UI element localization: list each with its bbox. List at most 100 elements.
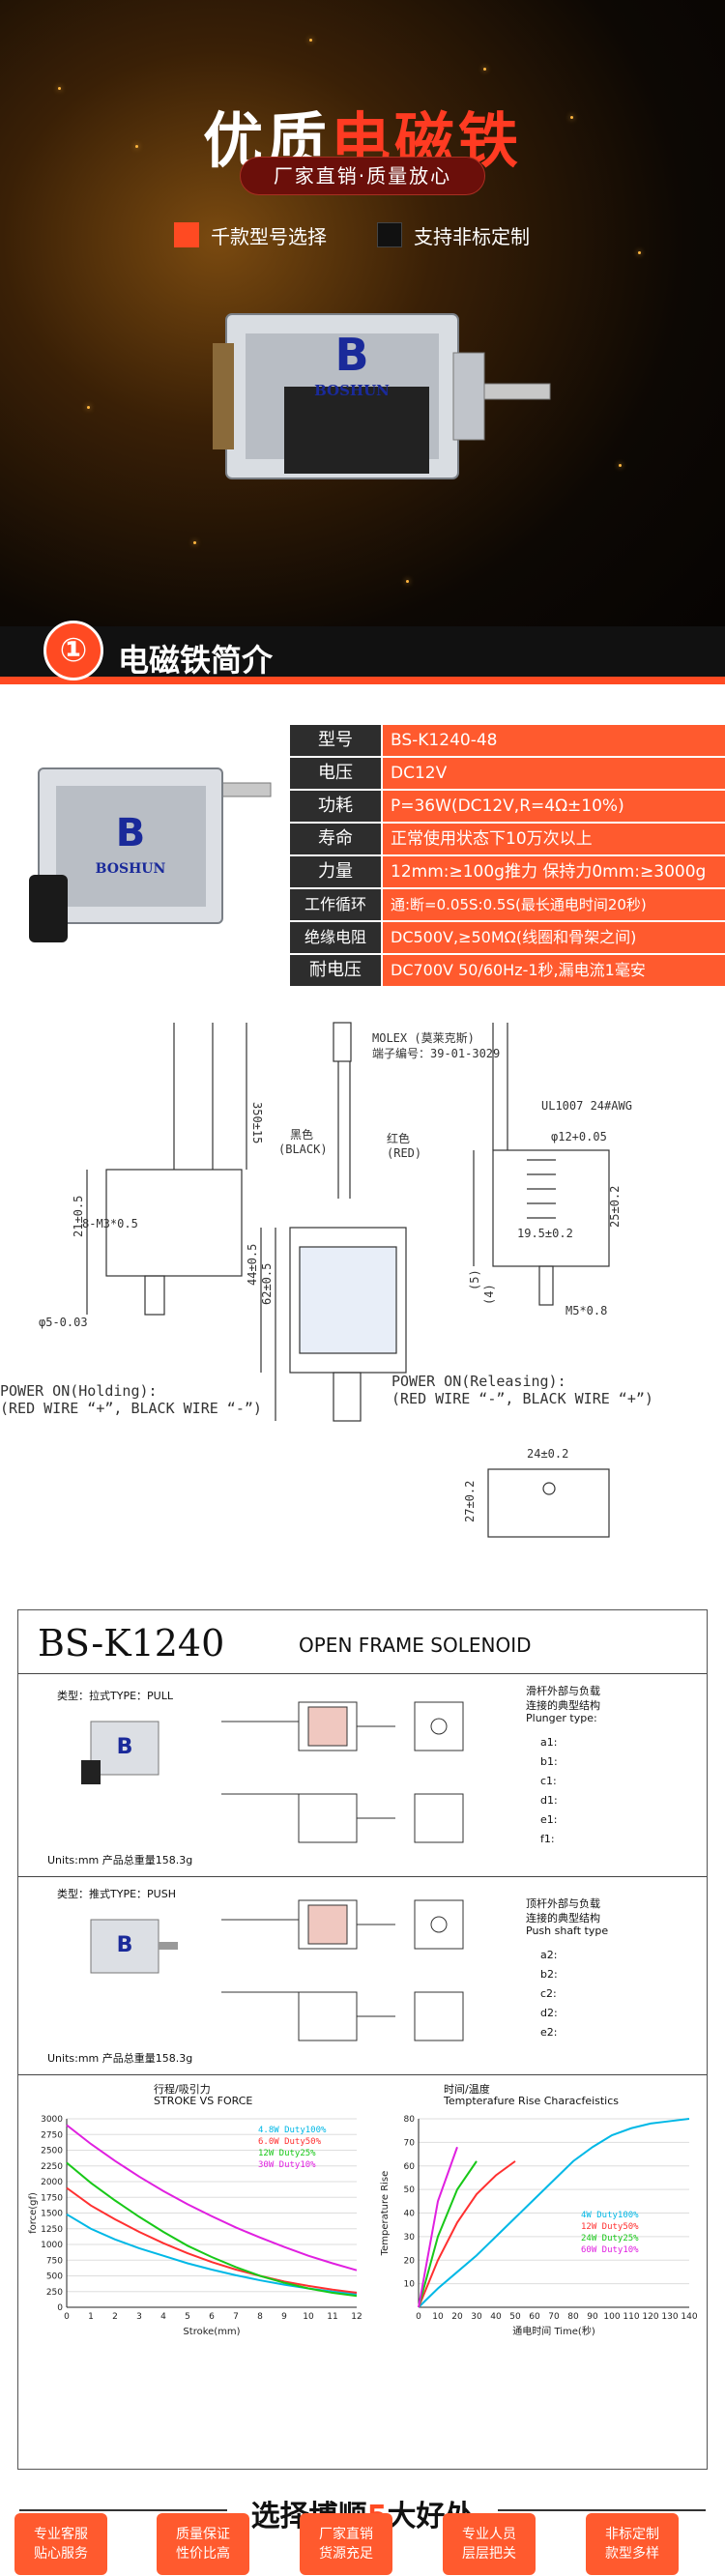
- spark-decoration: [193, 541, 196, 544]
- benefit-badge: 非标定制款型多样: [586, 2513, 679, 2575]
- spec-key: 电压: [290, 758, 381, 789]
- series-line: [66, 2186, 358, 2295]
- push-type: d2:: [540, 2007, 558, 2019]
- divider: [498, 2509, 706, 2511]
- hero-subtitle-pill: 厂家直销·质量放心: [240, 157, 485, 195]
- holding-title: POWER ON(Holding):: [0, 1382, 158, 1400]
- x-tick-label: 0: [64, 2312, 70, 2322]
- plunger-type: f1:: [540, 1833, 555, 1845]
- svg-text:B: B: [117, 1735, 133, 1759]
- x-tick-label: 140: [681, 2312, 697, 2322]
- badge-line2: 性价比高: [176, 2546, 230, 2562]
- pull-solenoid-image: B: [81, 1721, 160, 1784]
- benefit-badge: 专业人员层层把关: [443, 2513, 536, 2575]
- y-tick-label: 1000: [41, 2241, 63, 2250]
- section-header-bar: [0, 626, 725, 684]
- spec-key: 力量: [290, 856, 381, 887]
- x-tick-label: 30: [471, 2312, 482, 2322]
- spark-decoration: [619, 464, 622, 467]
- divider: [19, 2509, 227, 2511]
- x-tick-label: 11: [327, 2312, 337, 2322]
- x-tick-label: 0: [416, 2312, 421, 2322]
- spec-key: 工作循环: [290, 889, 381, 920]
- stroke-chart-title-cn: 行程/吸引力: [154, 2083, 211, 2096]
- releasing-title: POWER ON(Releasing):: [392, 1373, 566, 1390]
- x-tick-label: 5: [185, 2312, 190, 2322]
- y-tick-label: 2250: [41, 2162, 63, 2172]
- spec-key: 寿命: [290, 824, 381, 854]
- benefit-badge: 质量保证性价比高: [157, 2513, 249, 2575]
- plunger-type: a1:: [540, 1736, 558, 1749]
- y-axis-label: Temperature Rise: [380, 2171, 391, 2257]
- benefit-badge: 专业客服贴心服务: [14, 2513, 107, 2575]
- x-tick-label: 7: [233, 2312, 239, 2322]
- orange-square-icon: [174, 222, 199, 247]
- y-tick-label: 70: [404, 2138, 416, 2148]
- badge-line2: 货源充足: [319, 2546, 373, 2562]
- plunger-cn2: 连接的典型结构: [526, 1699, 600, 1712]
- spec-value: DC500V,≥50MΩ(线圈和骨架之间): [383, 922, 725, 953]
- dim-label: 21±0.5: [72, 1196, 85, 1237]
- stroke-chart-title-en: STROKE VS FORCE: [154, 2095, 253, 2107]
- spec-value: BS-K1240-48: [383, 725, 725, 756]
- svg-text:B: B: [117, 1933, 133, 1957]
- divider: [18, 1876, 707, 1877]
- dim-label: MOLEX (莫莱克斯): [372, 1031, 475, 1045]
- datasheet-model: BS-K1240: [38, 1622, 225, 1664]
- series-line: [418, 2118, 690, 2308]
- plunger-type: b1:: [540, 1755, 558, 1768]
- svg-text:B: B: [334, 329, 368, 381]
- temp-chart-title-en: Tempterafure Rise Characfeistics: [444, 2095, 620, 2107]
- divider: [18, 1673, 707, 1674]
- feature-custom-label: 支持非标定制: [414, 224, 530, 248]
- temp-chart-title-cn: 时间/温度: [444, 2083, 490, 2096]
- section-title: 电磁铁简介: [118, 642, 274, 679]
- x-tick-label: 3: [136, 2312, 142, 2322]
- plunger-cn1: 滑杆外部与负载: [526, 1685, 600, 1697]
- spec-key: 功耗: [290, 791, 381, 822]
- dim-label: 350±15: [250, 1102, 264, 1143]
- plunger-en: Plunger type:: [526, 1712, 597, 1724]
- datasheet-subtitle: OPEN FRAME SOLENOID: [299, 1634, 532, 1657]
- spark-decoration: [87, 406, 90, 409]
- technical-drawing: 350±15 8-M3*0.5 φ5-0.03 21±0.5 MOLEX (莫莱…: [39, 1022, 632, 1538]
- push-en: Push shaft type: [526, 1925, 609, 1937]
- plunger-type: c1:: [540, 1775, 557, 1787]
- spec-value: 正常使用状态下10万次以上: [383, 824, 725, 854]
- x-tick-label: 110: [623, 2312, 639, 2322]
- benefit-badge: 厂家直销货源充足: [300, 2513, 392, 2575]
- spec-product-image: B BOSHUN: [29, 767, 272, 942]
- x-axis-label: 通电时间 Time(秒): [512, 2325, 595, 2337]
- releasing-wires: (RED WIRE “-”, BLACK WIRE “+”): [392, 1390, 653, 1407]
- spec-value: DC700V 50/60Hz-1秒,漏电流1毫安: [383, 955, 725, 986]
- spark-decoration: [483, 68, 486, 71]
- datasheet-panel: BS-K1240 OPEN FRAME SOLENOID 类型：拉式TYPE：P…: [17, 1609, 708, 2470]
- y-tick-label: 2000: [41, 2178, 63, 2187]
- x-tick-label: 10: [432, 2312, 444, 2322]
- spec-key: 耐电压: [290, 955, 381, 986]
- push-type-label: 类型：推式TYPE：PUSH: [57, 1888, 176, 1900]
- legend-entry: 30W Duty10%: [258, 2160, 316, 2170]
- badge-line2: 款型多样: [605, 2546, 659, 2562]
- push-type: e2:: [540, 2026, 558, 2039]
- weight-label: Units:mm 产品总重量158.3g: [47, 2052, 193, 2065]
- push-cn2: 连接的典型结构: [526, 1912, 600, 1925]
- y-tick-label: 10: [404, 2280, 416, 2290]
- spec-row: 寿命正常使用状态下10万次以上: [290, 824, 725, 854]
- dim-label: 19.5±0.2: [517, 1227, 573, 1240]
- svg-text:B: B: [116, 811, 146, 855]
- product-brand-label: BOSHUN: [314, 382, 390, 399]
- dim-label: (4): [482, 1284, 496, 1305]
- x-tick-label: 90: [587, 2312, 598, 2322]
- y-tick-label: 3000: [41, 2115, 63, 2125]
- pull-drawing: [221, 1701, 464, 1843]
- series-line: [66, 2161, 358, 2298]
- dim-label: 8-M3*0.5: [82, 1217, 138, 1230]
- dim-label: (5): [468, 1269, 481, 1290]
- y-tick-label: 500: [46, 2272, 63, 2282]
- spec-key: 绝缘电阻: [290, 922, 381, 953]
- legend-entry: 60W Duty10%: [581, 2245, 639, 2255]
